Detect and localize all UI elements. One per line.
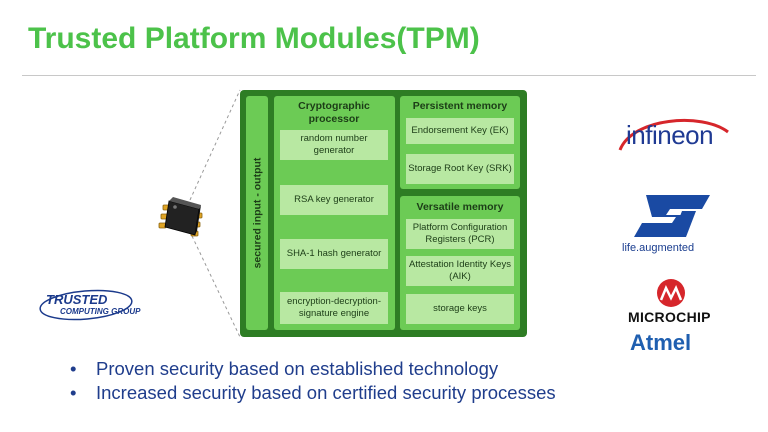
versatile-item: Attestation Identity Keys (AIK) bbox=[406, 256, 514, 286]
infineon-text: infineon bbox=[626, 120, 714, 150]
io-label-text: secured input - output bbox=[251, 157, 264, 269]
bullet-text: Increased security based on certified se… bbox=[96, 382, 556, 403]
tcg-logo: TRUSTED COMPUTING GROUP bbox=[38, 288, 148, 324]
microchip-logo-icon bbox=[656, 278, 686, 308]
persistent-item: Endorsement Key (EK) bbox=[406, 118, 514, 144]
crypto-item: encryption-decryption-signature engine bbox=[280, 292, 388, 324]
bullet-text: Proven security based on established tec… bbox=[96, 358, 499, 379]
title-divider bbox=[22, 75, 756, 76]
microchip-text: MICROCHIP bbox=[628, 309, 711, 325]
st-tagline: life.augmented bbox=[622, 242, 695, 254]
crypto-item: SHA-1 hash generator bbox=[280, 239, 388, 269]
versatile-item: Platform Configuration Registers (PCR) bbox=[406, 219, 514, 249]
persistent-item: Storage Root Key (SRK) bbox=[406, 154, 514, 184]
versatile-heading: Versatile memory bbox=[416, 201, 504, 213]
versatile-item: storage keys bbox=[406, 294, 514, 324]
io-bar bbox=[246, 96, 268, 330]
bullet-dot: • bbox=[70, 382, 77, 403]
bullet-dot: • bbox=[70, 358, 77, 379]
tcg-line2: COMPUTING GROUP bbox=[60, 307, 141, 316]
tpm-chip-icon bbox=[155, 193, 215, 243]
slide-title: Trusted Platform Modules(TPM) bbox=[28, 22, 480, 55]
atmel-text: Atmel bbox=[630, 330, 692, 355]
infineon-logo: infineon bbox=[612, 112, 732, 160]
io-label: secured input - output bbox=[246, 96, 268, 330]
crypto-item: random number generator bbox=[280, 130, 388, 160]
st-logo-icon bbox=[632, 193, 712, 239]
crypto-item: RSA key generator bbox=[280, 185, 388, 215]
tcg-line1: TRUSTED bbox=[46, 292, 108, 307]
crypto-heading: Cryptographic processor bbox=[298, 100, 370, 125]
persistent-heading: Persistent memory bbox=[412, 100, 508, 112]
